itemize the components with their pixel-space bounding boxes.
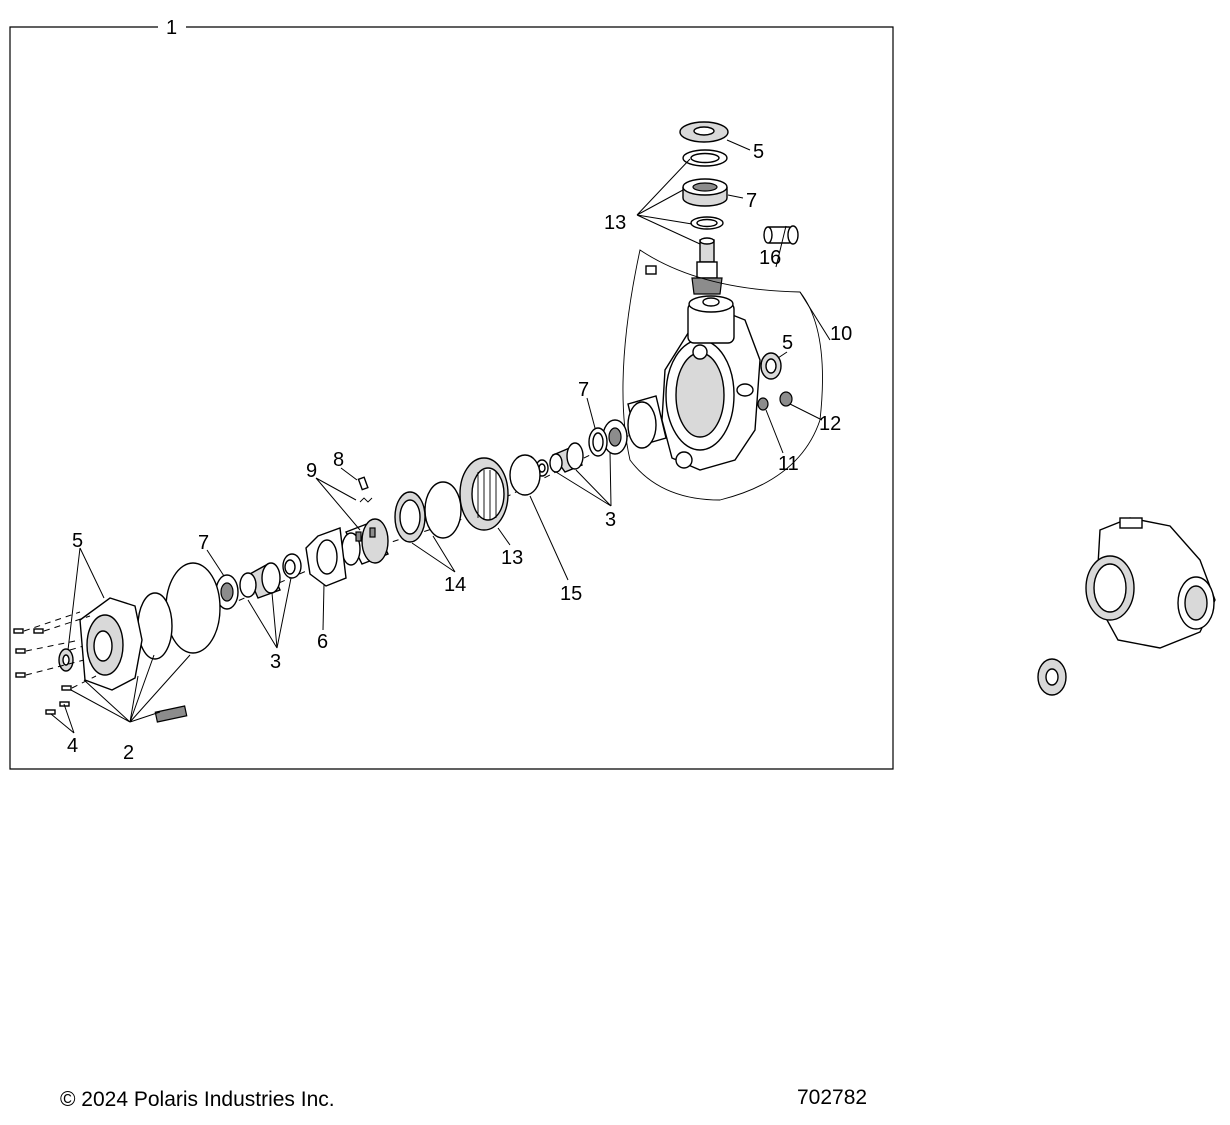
ring-gear (459, 457, 509, 531)
callout-10: 10 (830, 323, 852, 345)
left-cover-seal (58, 648, 74, 672)
assembly-frame (9, 26, 894, 770)
callout-3-mid: 3 (605, 509, 616, 531)
callout-7-top: 7 (746, 190, 757, 212)
callout-5-left: 5 (72, 530, 83, 552)
callout-13-top: 13 (604, 212, 626, 234)
top-seal (679, 121, 729, 143)
callout-7-left: 7 (198, 532, 209, 554)
detached-seal (1037, 658, 1067, 696)
housing-bushing (627, 395, 667, 449)
callout-5-top: 5 (753, 141, 764, 163)
callout-6: 6 (317, 631, 328, 653)
callout-1: 1 (166, 17, 177, 39)
sensor-bracket (154, 705, 188, 723)
roll-pin (357, 476, 369, 491)
housing-seal (760, 352, 782, 380)
callout-12: 12 (819, 413, 841, 435)
housing-outline (622, 249, 823, 501)
callout-13-mid: 13 (501, 547, 523, 569)
top-shim (690, 216, 724, 230)
callout-16: 16 (759, 247, 781, 269)
callout-3-left: 3 (270, 651, 281, 673)
mid-bearing (602, 419, 628, 455)
callout-7-mid: 7 (578, 379, 589, 401)
left-bushing (282, 553, 302, 579)
top-bearing (682, 178, 728, 207)
roll-cage (341, 518, 389, 566)
top-snap-ring (682, 149, 728, 167)
drain-plug (757, 397, 769, 411)
drawing-number: 702782 (797, 1086, 868, 1109)
leader-lines (50, 139, 831, 734)
clutch-plate (394, 481, 462, 543)
callout-11: 11 (778, 453, 799, 475)
cover-gasket-small (137, 592, 173, 660)
callout-5-housing: 5 (782, 332, 793, 354)
left-bearing-cone (239, 562, 281, 599)
cover-plate (305, 527, 347, 587)
callout-14: 14 (444, 574, 466, 596)
callout-4: 4 (67, 735, 78, 757)
left-cover (79, 597, 143, 691)
roll-cage-spring (359, 497, 373, 503)
callout-2: 2 (123, 742, 134, 764)
fill-plug (779, 391, 793, 407)
breather-fitting (763, 225, 799, 245)
callout-9: 9 (306, 460, 317, 482)
housing-side-fitting (645, 265, 657, 275)
housing-top-stud (702, 297, 720, 307)
detached-housing-view (1085, 517, 1216, 649)
callout-15: 15 (560, 583, 582, 605)
mid-snap-ring (588, 427, 608, 457)
o-ring (509, 454, 541, 496)
pinion-gear (691, 237, 723, 295)
cover-gasket-large (165, 562, 221, 654)
callout-8: 8 (333, 449, 344, 471)
gear-case-housing (661, 295, 761, 471)
copyright-notice: © 2024 Polaris Industries Inc. (60, 1088, 335, 1111)
mid-bearing-cone (549, 442, 584, 473)
